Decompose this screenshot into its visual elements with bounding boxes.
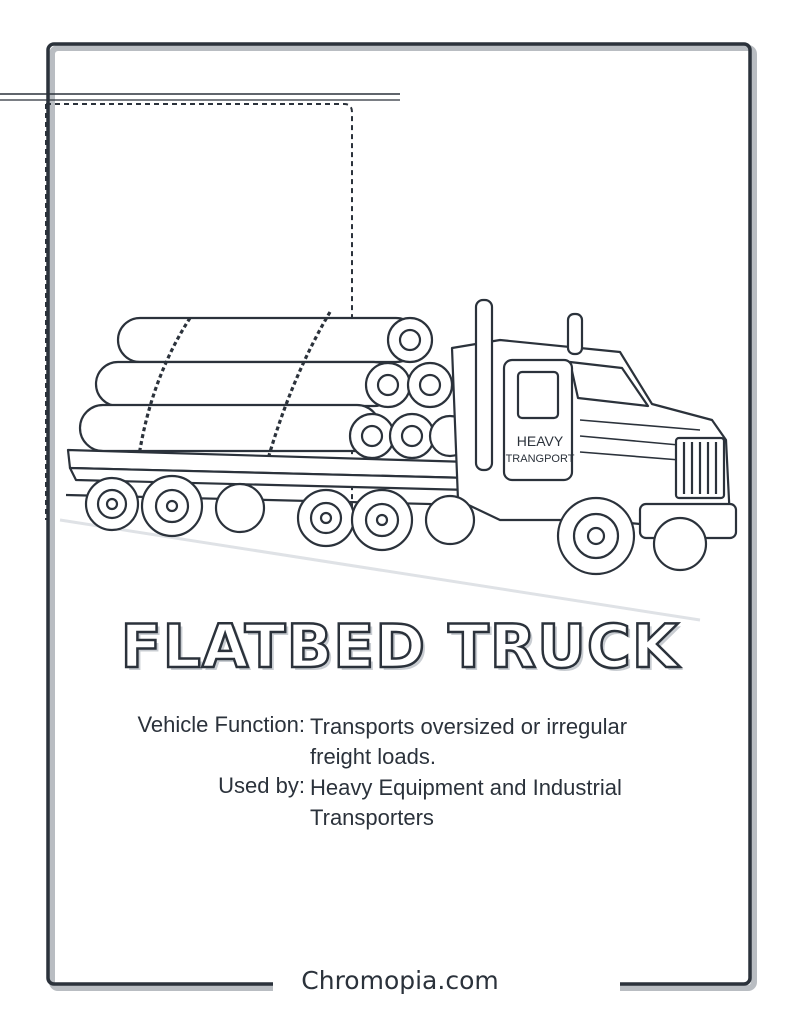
door-text-line2: TRANGPORT xyxy=(506,453,575,465)
function-value: Transports oversized or irregular freigh… xyxy=(310,714,628,769)
function-label: Vehicle Function: xyxy=(137,712,305,737)
log xyxy=(116,316,420,364)
log xyxy=(78,403,382,453)
log xyxy=(94,360,398,408)
footer-credit: Chromopia.com xyxy=(0,966,800,995)
used-by-row: Used by: Heavy Equipment and Industrial … xyxy=(0,773,650,833)
door-text-line1: HEAVY xyxy=(517,433,564,449)
used-by-value: Heavy Equipment and Industrial Transport… xyxy=(310,775,622,830)
log-ends xyxy=(348,316,472,460)
site-name: Chromopia.com xyxy=(273,966,527,995)
trailer-wheels xyxy=(84,474,476,552)
used-by-label: Used by: xyxy=(218,773,305,798)
function-row: Vehicle Function: Transports oversized o… xyxy=(0,712,650,772)
cab-wheels xyxy=(556,496,708,576)
page-title: FLATBED TRUCK xyxy=(119,611,680,684)
